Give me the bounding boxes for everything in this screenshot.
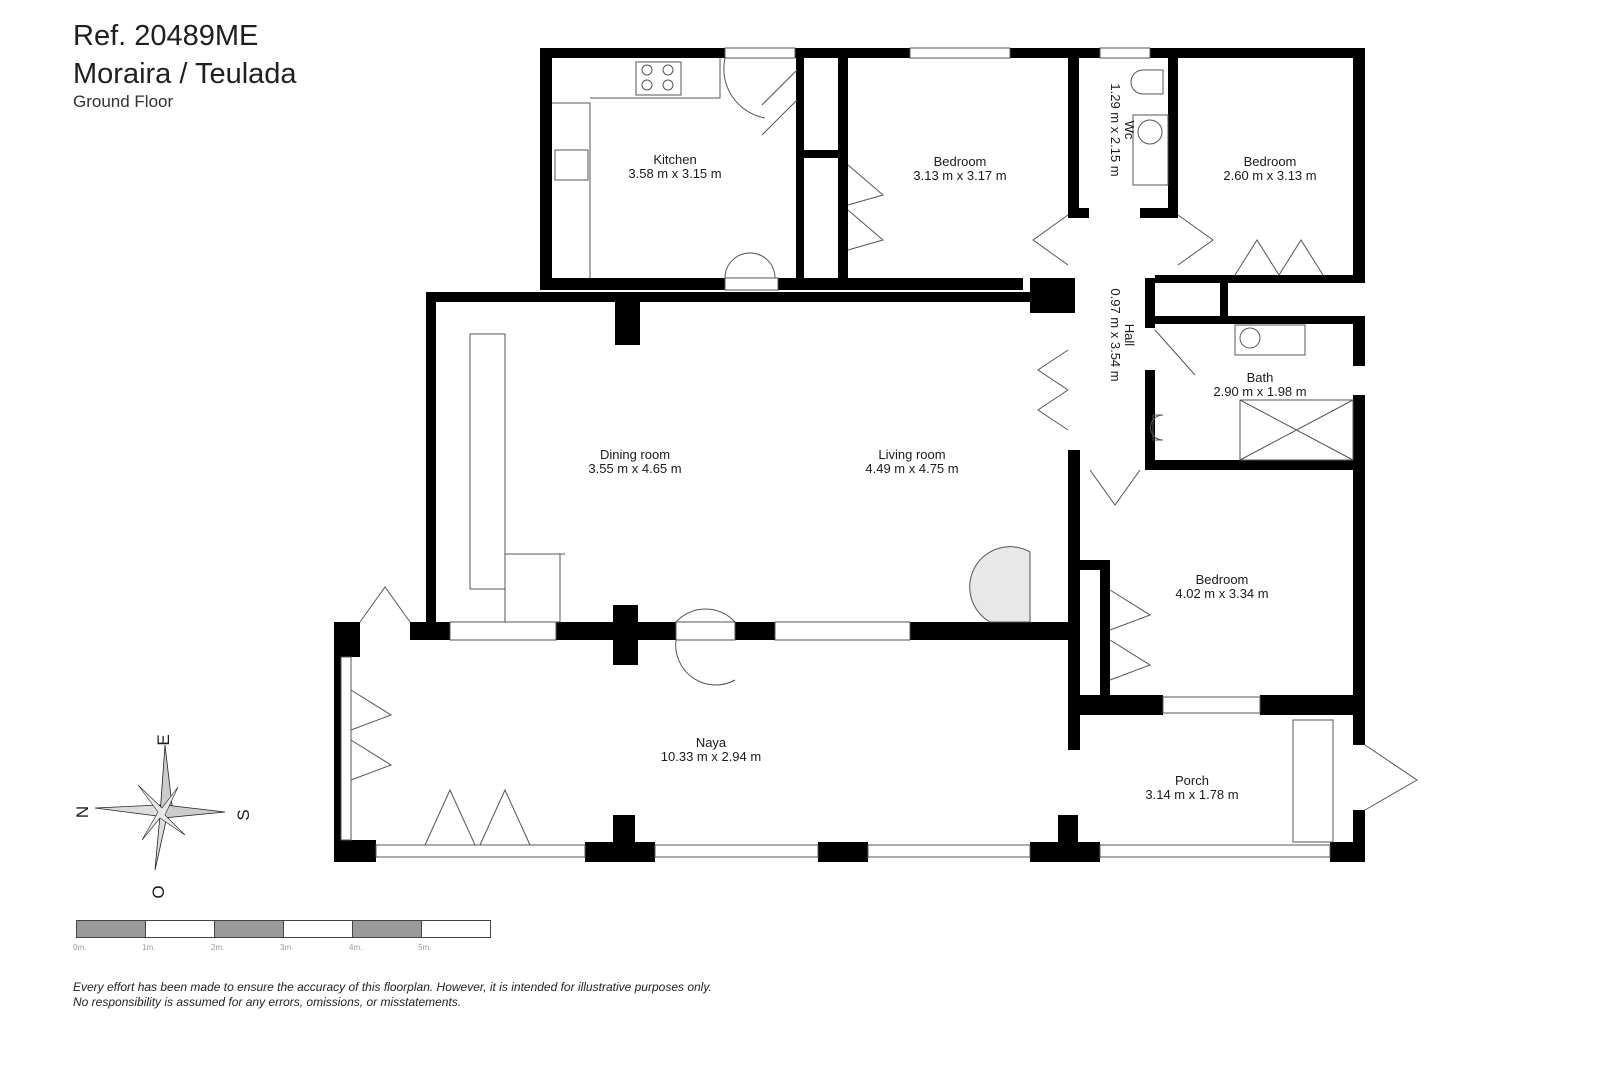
room-labels: Kitchen 3.58 m x 3.15 m Bedroom 3.13 m x… xyxy=(588,83,1316,802)
disclaimer-line-1: Every effort has been made to ensure the… xyxy=(73,980,712,994)
room-size-bedroom-3: 4.02 m x 3.34 m xyxy=(1175,586,1268,601)
scale-label: 5m. xyxy=(418,943,432,952)
room-name-naya: Naya xyxy=(696,735,727,750)
room-name-kitchen: Kitchen xyxy=(653,152,696,167)
room-size-dining: 3.55 m x 4.65 m xyxy=(588,461,681,476)
location-title: Moraira / Teulada xyxy=(73,58,297,90)
scale-segment xyxy=(353,921,422,937)
room-size-naya: 10.33 m x 2.94 m xyxy=(661,749,761,764)
floor-label: Ground Floor xyxy=(73,92,174,111)
room-size-hall: 0.97 m x 3.54 m xyxy=(1108,288,1123,381)
disclaimer: Every effort has been made to ensure the… xyxy=(73,980,712,1010)
scale-segment xyxy=(146,921,215,937)
scale-label: 3m. xyxy=(280,943,294,952)
scale-segment xyxy=(284,921,353,937)
scale-labels: 0m. 1m. 2m. 3m. 4m. 5m. xyxy=(73,943,493,955)
room-size-bath: 2.90 m x 1.98 m xyxy=(1213,384,1306,399)
reference-number: Ref. 20489ME xyxy=(73,20,259,52)
room-name-bedroom-3: Bedroom xyxy=(1196,572,1249,587)
room-name-dining: Dining room xyxy=(600,447,670,462)
walls xyxy=(334,48,1365,862)
compass-east-label: E xyxy=(154,734,173,745)
compass-west-label: O xyxy=(149,885,168,898)
scale-segment xyxy=(77,921,146,937)
room-name-bath: Bath xyxy=(1247,370,1274,385)
windows-and-fixtures xyxy=(340,47,1418,858)
disclaimer-line-2: No responsibility is assumed for any err… xyxy=(73,995,462,1009)
room-size-kitchen: 3.58 m x 3.15 m xyxy=(628,166,721,181)
room-size-bedroom-2: 2.60 m x 3.13 m xyxy=(1223,168,1316,183)
room-name-bedroom-1: Bedroom xyxy=(934,154,987,169)
scale-label: 2m. xyxy=(211,943,225,952)
room-size-porch: 3.14 m x 1.78 m xyxy=(1145,787,1238,802)
scale-label: 0m. xyxy=(73,943,87,952)
compass-rose-icon: E N S O xyxy=(73,734,253,898)
room-size-bedroom-1: 3.13 m x 3.17 m xyxy=(913,168,1006,183)
room-size-living: 4.49 m x 4.75 m xyxy=(865,461,958,476)
compass-south-label: S xyxy=(234,809,253,820)
scale-label: 4m. xyxy=(349,943,363,952)
compass-north-label: N xyxy=(73,806,92,818)
room-name-living: Living room xyxy=(878,447,945,462)
scale-bar xyxy=(76,920,491,938)
scale-segment xyxy=(422,921,490,937)
room-name-wc: Wc xyxy=(1122,121,1137,140)
room-name-porch: Porch xyxy=(1175,773,1209,788)
room-name-hall: Hall xyxy=(1122,324,1137,347)
scale-label: 1m. xyxy=(142,943,156,952)
room-name-bedroom-2: Bedroom xyxy=(1244,154,1297,169)
room-size-wc: 1.29 m x 2.15 m xyxy=(1108,83,1123,176)
scale-segment xyxy=(215,921,284,937)
